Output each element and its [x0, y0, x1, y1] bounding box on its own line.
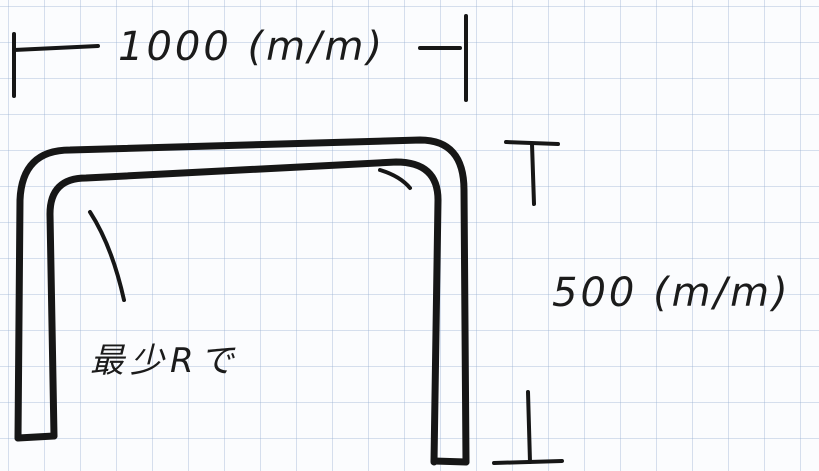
minimum-radius-note: 最少Rで — [90, 341, 240, 381]
u-bend-pipe — [14, 136, 470, 466]
height-dimension: 500 (m/m) — [492, 140, 791, 465]
height-bottom-arrow-line — [526, 390, 532, 464]
height-dimension-label: 500 (m/m) — [552, 270, 791, 316]
pipe-right-end — [430, 457, 470, 466]
width-dimension-label: 1000 (m/m) — [118, 24, 385, 70]
pipe-inner-contour — [46, 158, 442, 466]
pipe-outer-contour — [14, 136, 470, 466]
height-top-arrow-line — [530, 142, 536, 206]
height-bottom-tick — [492, 459, 564, 465]
pipe-left-end — [14, 432, 58, 442]
bend-leader-line — [88, 210, 126, 302]
pipe-corner-detail — [378, 168, 412, 190]
width-left-arrow-line — [12, 44, 100, 52]
width-dimension: 1000 (m/m) — [12, 14, 468, 102]
